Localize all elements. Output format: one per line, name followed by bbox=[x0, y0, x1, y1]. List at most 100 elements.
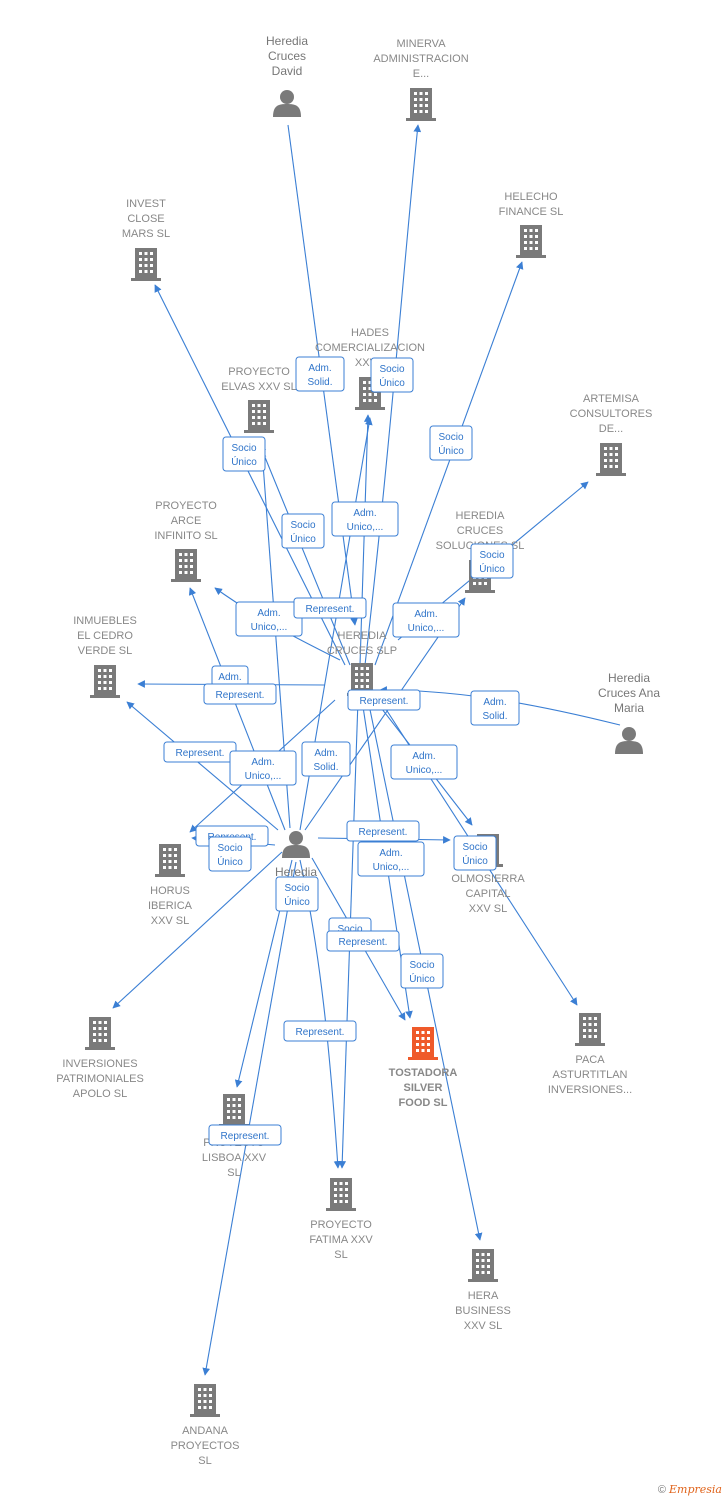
building-icon[interactable] bbox=[90, 665, 120, 698]
node-minerva[interactable]: MINERVAADMINISTRACIONE... bbox=[373, 38, 469, 121]
edge-label-el29[interactable]: Represent. bbox=[208, 1124, 282, 1146]
building-icon[interactable] bbox=[408, 1027, 438, 1060]
edge-label-text: Unico,... bbox=[406, 765, 443, 776]
edge-label-text: Represent. bbox=[296, 1027, 345, 1038]
node-label-line: PROYECTO bbox=[310, 1219, 372, 1231]
edge-label-el13[interactable]: Represent. bbox=[347, 689, 421, 711]
building-icon[interactable] bbox=[575, 1013, 605, 1046]
edge-label-text: Socio bbox=[479, 550, 504, 561]
person-icon[interactable] bbox=[615, 727, 643, 754]
node-label-line: PROYECTOS bbox=[171, 1440, 240, 1452]
building-icon[interactable] bbox=[171, 549, 201, 582]
node-label-line: HEREDIA bbox=[456, 510, 506, 522]
person-icon[interactable] bbox=[273, 90, 301, 117]
node-label-line: FATIMA XXV bbox=[309, 1234, 373, 1246]
edge-label-box bbox=[326, 930, 400, 952]
edge-label-box bbox=[222, 436, 266, 472]
edge-label-box bbox=[295, 356, 345, 392]
edge-label-box bbox=[470, 543, 514, 579]
edge-label-text: Socio bbox=[409, 960, 434, 971]
edge-label-el28[interactable]: Represent. bbox=[283, 1020, 357, 1042]
building-icon[interactable] bbox=[155, 844, 185, 877]
edge-label-text: Represent. bbox=[360, 696, 409, 707]
edge-label-el8[interactable]: Adm.Unico,... bbox=[235, 601, 303, 637]
node-paca[interactable]: PACAASTURTITLANINVERSIONES... bbox=[548, 1013, 632, 1096]
edge-label-el9[interactable]: Represent. bbox=[293, 597, 367, 619]
edge-label-el18[interactable]: Adm.Unico,... bbox=[390, 744, 458, 780]
edge-label-text: Represent. bbox=[306, 604, 355, 615]
building-icon[interactable] bbox=[131, 248, 161, 281]
edge-label-text: Unico,... bbox=[347, 522, 384, 533]
node-label-line: CONSULTORES bbox=[570, 408, 653, 420]
edge-label-el6[interactable]: Adm. Unico,... bbox=[331, 501, 399, 537]
edge-hcslp-elvas bbox=[259, 444, 351, 666]
person-icon[interactable] bbox=[282, 831, 310, 858]
edge-heredia-apolo bbox=[112, 851, 283, 1009]
brand-logo[interactable]: Empresia bbox=[669, 1483, 722, 1496]
edge-label-text: Solid. bbox=[313, 762, 338, 773]
edge-label-text: Único bbox=[290, 532, 316, 545]
edge-label-el15[interactable]: Represent. bbox=[163, 741, 237, 763]
building-icon[interactable] bbox=[326, 1178, 356, 1211]
node-label-line: CAPITAL bbox=[465, 888, 510, 900]
edge-label-box bbox=[203, 683, 277, 705]
node-label-line: MINERVA bbox=[396, 38, 446, 50]
edge-label-el22[interactable]: Adm.Unico,... bbox=[357, 841, 425, 877]
edge-label-el1[interactable]: Adm.Solid. bbox=[295, 356, 345, 392]
building-icon[interactable] bbox=[219, 1094, 249, 1127]
building-icon[interactable] bbox=[190, 1384, 220, 1417]
edge-label-text: Único bbox=[409, 972, 435, 985]
edge-label-text: Adm. bbox=[257, 608, 280, 619]
edge-label-text: Único bbox=[462, 854, 488, 867]
node-artemisa[interactable]: ARTEMISACONSULTORESDE... bbox=[570, 393, 653, 476]
edge-label-text: Adm. bbox=[314, 748, 337, 759]
edge-label-text: Único bbox=[379, 376, 405, 389]
edge-label-el17[interactable]: Adm. Solid. bbox=[301, 741, 351, 777]
edge-label-text: Socio bbox=[379, 364, 404, 375]
building-icon[interactable] bbox=[406, 88, 436, 121]
edge-label-el12[interactable]: Represent. bbox=[203, 683, 277, 705]
edge-label-el26[interactable]: Represent. bbox=[326, 930, 400, 952]
edge-label-el21[interactable]: Represent. bbox=[346, 820, 420, 842]
building-icon[interactable] bbox=[516, 225, 546, 258]
building-icon[interactable] bbox=[596, 443, 626, 476]
edge-label-el10[interactable]: Adm.Unico,... bbox=[392, 602, 460, 638]
building-icon[interactable] bbox=[468, 1249, 498, 1282]
edge-label-text: Solid. bbox=[482, 711, 507, 722]
edge-label-text: Adm. bbox=[353, 508, 376, 519]
edge-label-text: Único bbox=[217, 855, 243, 868]
edge-label-box bbox=[347, 689, 421, 711]
node-label-line: Heredia bbox=[275, 865, 317, 879]
node-label-line: TOSTADORA bbox=[389, 1067, 458, 1079]
node-label-line: CRUCES bbox=[457, 525, 503, 537]
edge-label-el16[interactable]: Adm.Unico,... bbox=[229, 750, 297, 786]
edge-label-el14[interactable]: Adm.Solid. bbox=[470, 690, 520, 726]
edge-label-el11[interactable]: Adm. bbox=[211, 665, 249, 687]
building-icon[interactable] bbox=[85, 1017, 115, 1050]
building-icon[interactable] bbox=[244, 400, 274, 433]
